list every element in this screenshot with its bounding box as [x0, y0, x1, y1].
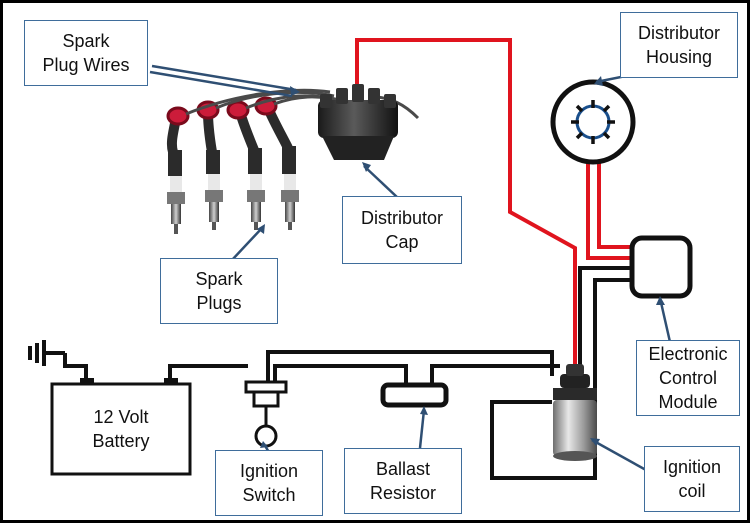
label-text: 12 Volt [93, 407, 149, 427]
ground-symbol [28, 340, 88, 380]
label-text: Distributor [360, 208, 444, 228]
switch-to-ballast-wire [273, 364, 408, 388]
label-text: Ballast [375, 459, 431, 479]
arrow-ballast-resistor [418, 409, 426, 449]
low-voltage-wiring [28, 266, 633, 480]
battery-positive-wire [168, 364, 248, 380]
label-text: Distributor [637, 23, 721, 43]
label-ignition-coil: Ignition coil [644, 446, 740, 512]
spark-plug [196, 100, 223, 230]
ballast-to-coil-wire [430, 364, 560, 385]
label-text: Plug Wires [42, 55, 130, 75]
label-spark-plugs: Spark Plugs [160, 258, 278, 324]
control-module-symbol [629, 235, 693, 299]
coil-negative-wire [490, 278, 633, 480]
spark-plug [226, 100, 265, 230]
label-text: Resistor [369, 483, 436, 503]
spark-plugs-image [166, 96, 299, 234]
label-text: Cap [385, 232, 419, 252]
ballast-resistor-symbol [380, 382, 449, 408]
label-text: Switch [242, 485, 296, 505]
label-text: Plugs [196, 293, 242, 313]
label-text: Housing [645, 47, 713, 67]
spark-plug [166, 106, 190, 234]
label-ballast-resistor: Ballast Resistor [344, 448, 462, 514]
callout-arrows [149, 64, 672, 472]
arrow-ignition-coil [591, 438, 647, 472]
label-battery: 12 Volt Battery [56, 396, 186, 462]
label-text: Ignition [239, 461, 299, 481]
battery-symbol [50, 378, 192, 476]
label-text: Module [658, 392, 718, 412]
label-distributor-cap: Distributor Cap [342, 196, 462, 264]
arrow-spark-plugs [231, 227, 263, 261]
label-text: Battery [92, 431, 150, 451]
label-spark-plug-wires: Spark Plug Wires [24, 20, 148, 86]
label-distributor-housing: Distributor Housing [620, 12, 738, 78]
arrow-spark-plug-wires [151, 64, 297, 92]
label-text: coil [678, 481, 706, 501]
module-feed-wire [578, 266, 633, 375]
label-ignition-switch: Ignition Switch [215, 450, 323, 516]
label-text: Control [658, 368, 718, 388]
label-text: Spark [62, 31, 110, 51]
arrow-spark-plug-wires-2 [149, 70, 293, 98]
arrow-control-module [658, 297, 672, 343]
coil-to-cap-wire [355, 38, 577, 376]
arrow-distributor-cap [363, 165, 399, 199]
callout-arrowheads [257, 76, 665, 448]
pickup-wire-2 [597, 150, 633, 249]
spark-plug [254, 96, 299, 230]
ignition-switch-symbol [244, 380, 288, 448]
label-text: Ignition [662, 457, 722, 477]
label-text: Spark [195, 269, 243, 289]
distributor-housing-symbol [550, 79, 636, 165]
label-electronic-control-module: Electronic Control Module [636, 340, 740, 416]
ignition-coil-image [553, 364, 597, 461]
distributor-cap-image [318, 84, 398, 160]
pickup-wire-1 [586, 150, 633, 260]
label-text: Electronic [648, 344, 728, 364]
red-wiring [355, 38, 633, 376]
